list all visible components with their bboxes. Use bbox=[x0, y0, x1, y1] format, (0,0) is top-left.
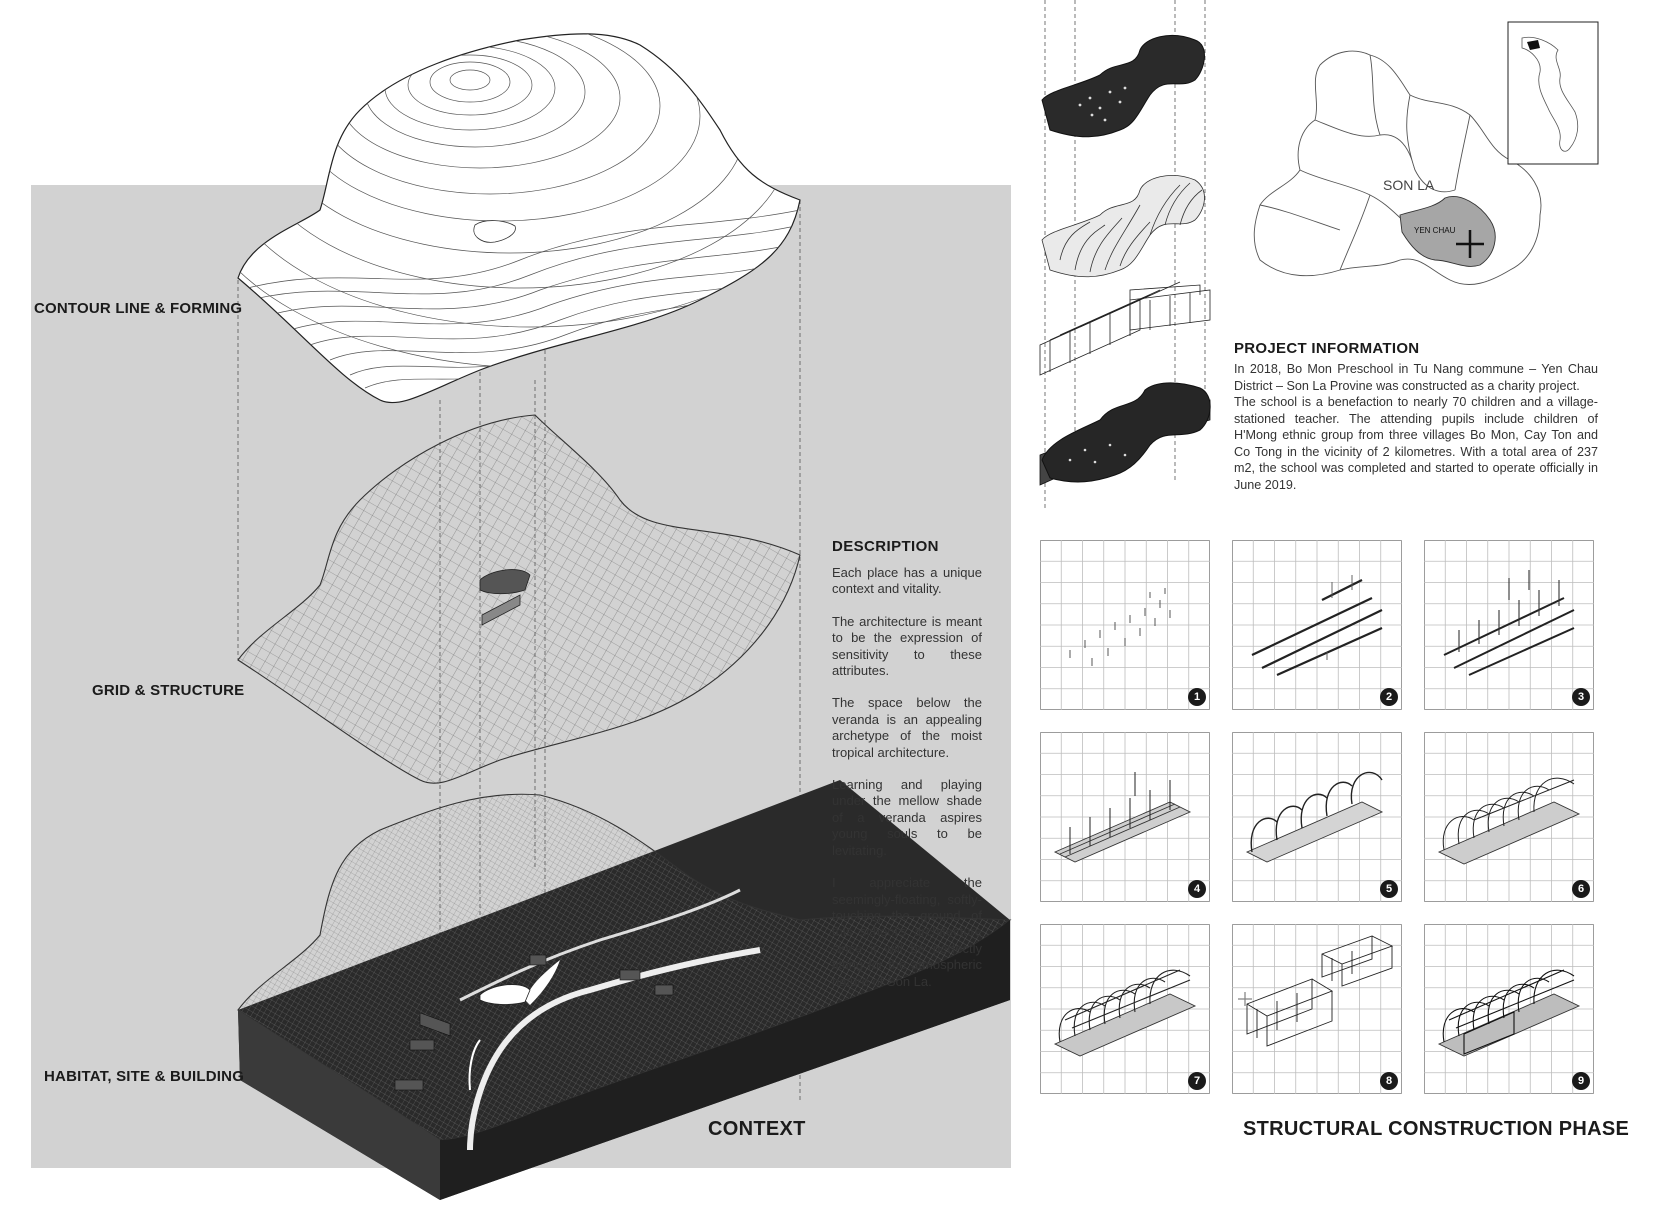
project-information-block: PROJECT INFORMATION In 2018, Bo Mon Pres… bbox=[1234, 340, 1598, 493]
phase-number-badge: 5 bbox=[1380, 880, 1398, 898]
phase-step-5: 5 bbox=[1232, 732, 1402, 902]
phase-drawing-2 bbox=[1232, 540, 1402, 710]
context-title: CONTEXT bbox=[708, 1118, 806, 1141]
phase-number-badge: 8 bbox=[1380, 1072, 1398, 1090]
phase-step-9: 9 bbox=[1424, 924, 1594, 1094]
description-paragraph-5: I appreciate the seemingly-floating, sof… bbox=[832, 875, 982, 990]
map-label-yen-chau: YEN CHAU bbox=[1414, 226, 1455, 235]
phase-step-2: 2 bbox=[1232, 540, 1402, 710]
phase-drawing-4 bbox=[1040, 732, 1210, 902]
phase-step-4: 4 bbox=[1040, 732, 1210, 902]
description-heading: DESCRIPTION bbox=[832, 538, 982, 555]
phase-step-8: 8 bbox=[1232, 924, 1402, 1094]
phase-number-badge: 6 bbox=[1572, 880, 1590, 898]
description-paragraph-1: Each place has a unique context and vita… bbox=[832, 565, 982, 598]
description-paragraph-2: The architecture is meant to be the expr… bbox=[832, 614, 982, 680]
phase-number-badge: 4 bbox=[1188, 880, 1206, 898]
phase-number-badge: 3 bbox=[1572, 688, 1590, 706]
structure-layer bbox=[1040, 282, 1210, 375]
label-contour-line-forming: CONTOUR LINE & FORMING bbox=[34, 300, 242, 317]
label-habitat-site-building: HABITAT, SITE & BUILDING bbox=[44, 1068, 244, 1085]
map-label-son-la: SON LA bbox=[1383, 177, 1434, 193]
phase-title: STRUCTURAL CONSTRUCTION PHASE bbox=[1243, 1118, 1629, 1141]
description-block: DESCRIPTION Each place has a unique cont… bbox=[832, 538, 982, 1006]
phase-drawing-8 bbox=[1232, 924, 1402, 1094]
phase-number-badge: 1 bbox=[1188, 688, 1206, 706]
phase-number-badge: 9 bbox=[1572, 1072, 1590, 1090]
project-info-paragraph-1: In 2018, Bo Mon Preschool in Tu Nang com… bbox=[1234, 361, 1598, 394]
phase-drawing-7 bbox=[1040, 924, 1210, 1094]
contour-layer bbox=[190, 0, 890, 403]
phase-step-3: 3 bbox=[1424, 540, 1594, 710]
phase-step-7: 7 bbox=[1040, 924, 1210, 1094]
project-info-heading: PROJECT INFORMATION bbox=[1234, 340, 1598, 357]
phase-drawing-3 bbox=[1424, 540, 1594, 710]
roof-frame-layer bbox=[1042, 175, 1204, 276]
roof-layer bbox=[1042, 35, 1204, 136]
project-info-paragraph-2: The school is a benefaction to nearly 70… bbox=[1234, 394, 1598, 493]
phase-number-badge: 2 bbox=[1380, 688, 1398, 706]
phase-drawing-6 bbox=[1424, 732, 1594, 902]
exploded-building-stack bbox=[1030, 0, 1220, 515]
phase-step-1: 1 bbox=[1040, 540, 1210, 710]
assembled-building bbox=[1040, 383, 1210, 485]
grid-layer bbox=[238, 415, 800, 783]
description-paragraph-4: Learning and playing under the mellow sh… bbox=[832, 777, 982, 859]
phase-step-6: 6 bbox=[1424, 732, 1594, 902]
location-map bbox=[1240, 20, 1610, 310]
phase-number-badge: 7 bbox=[1188, 1072, 1206, 1090]
construction-phase-grid: 1 2 3 4 5 6 7 8 9 bbox=[1040, 540, 1600, 1095]
phase-drawing-1 bbox=[1040, 540, 1210, 710]
phase-drawing-9 bbox=[1424, 924, 1594, 1094]
description-paragraph-3: The space below the veranda is an appeal… bbox=[832, 695, 982, 761]
phase-drawing-5 bbox=[1232, 732, 1402, 902]
label-grid-structure: GRID & STRUCTURE bbox=[92, 682, 244, 699]
